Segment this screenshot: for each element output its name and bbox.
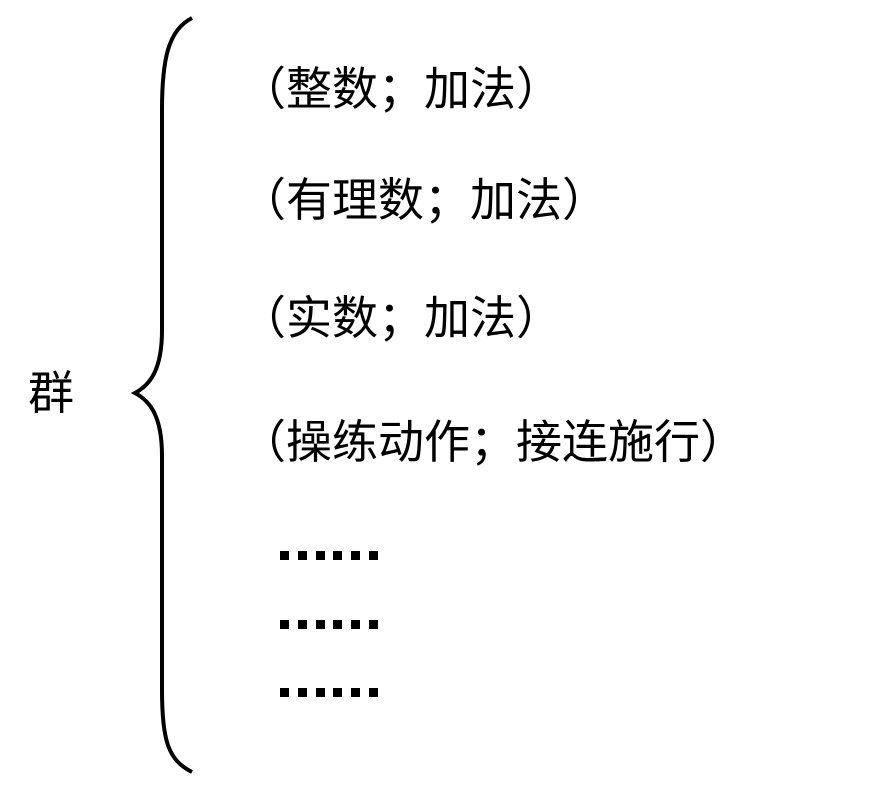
group-root-label: 群 — [28, 366, 74, 420]
item-reals-addition: （实数；加法） — [240, 291, 562, 345]
ellipsis-row — [280, 551, 378, 561]
ellipsis-row — [280, 620, 378, 630]
item-drill-moves-composition: （操练动作；接连施行） — [240, 415, 746, 469]
item-rationals-addition: （有理数；加法） — [240, 173, 608, 227]
ellipsis-row — [280, 688, 378, 698]
item-integers-addition: （整数；加法） — [240, 62, 562, 116]
